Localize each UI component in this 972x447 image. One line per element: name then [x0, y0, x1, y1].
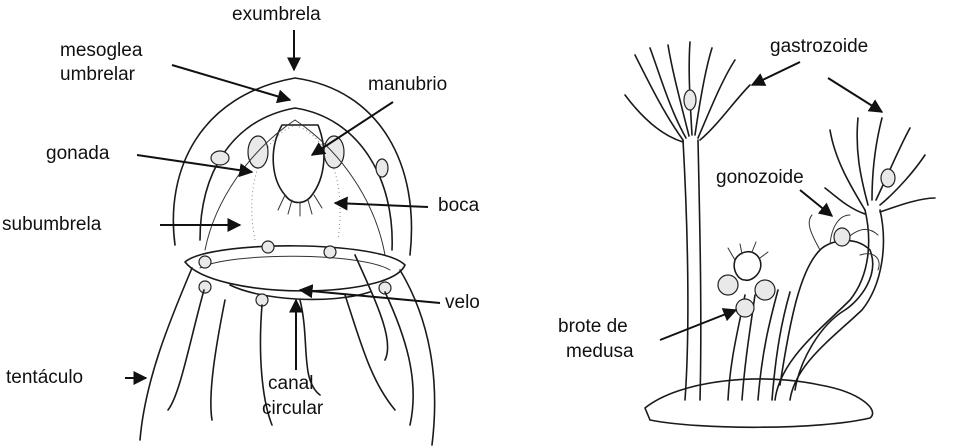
label-gastrozoide: gastrozoide	[770, 36, 869, 57]
label-exumbrela: exumbrela	[232, 4, 321, 25]
hydroid-illustration	[624, 41, 936, 429]
arrow-velo	[298, 284, 441, 304]
label-subumbrela: subumbrela	[2, 214, 102, 235]
stalk-right	[774, 209, 885, 401]
label-brote-line1: brote de	[558, 316, 628, 337]
arrow-boca	[333, 196, 429, 211]
label-gonada: gonada	[46, 143, 110, 164]
arrow-gastrozoide-1	[750, 61, 801, 86]
label-mesoglea-line1: mesoglea	[60, 40, 143, 61]
label-tentaculo: tentáculo	[6, 367, 84, 388]
label-canal-line1: canal	[268, 373, 314, 394]
label-brote-line2: medusa	[566, 341, 634, 362]
pointer-arrows	[125, 30, 884, 385]
stalk-tall	[682, 139, 702, 401]
label-velo: velo	[445, 292, 480, 313]
label-boca: boca	[438, 195, 480, 216]
medusa-bell-outer	[172, 77, 413, 256]
label-canal-line2: circular	[262, 398, 324, 419]
arrow-gastrozoide-2	[827, 77, 884, 113]
arrow-brote	[659, 308, 738, 341]
gonozooid	[779, 239, 874, 391]
arrow-gonozoide	[799, 189, 834, 217]
medusa-illustration	[139, 77, 436, 446]
label-gonozoide: gonozoide	[716, 167, 804, 188]
substrate	[644, 378, 874, 429]
medusa-bud-1	[735, 298, 755, 318]
arrow-gonada	[136, 154, 254, 178]
label-mesoglea-line2: umbrelar	[60, 64, 135, 85]
arrow-manubrio	[310, 101, 394, 156]
ring-canal	[184, 245, 406, 292]
label-manubrio: manubrio	[368, 74, 448, 95]
medusa-bell-inner	[199, 107, 393, 251]
tentacles	[139, 254, 436, 446]
gonad-side-left	[210, 150, 230, 166]
arrow-mesoglea	[171, 64, 292, 104]
gonad-side-right	[375, 158, 389, 178]
